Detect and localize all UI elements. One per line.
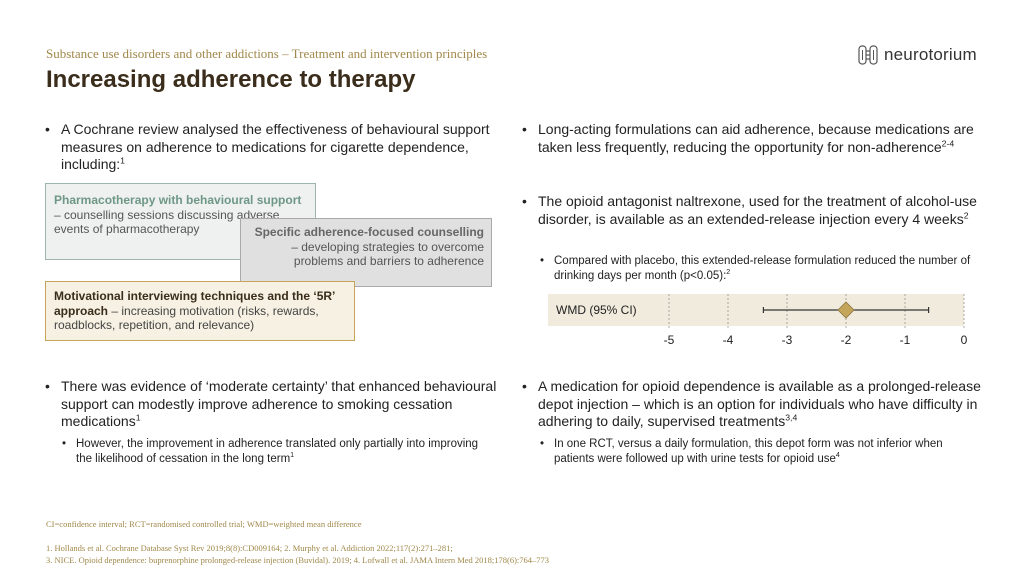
box-motivational-interviewing: Motivational interviewing techniques and… [45, 281, 355, 341]
bullet-moderate-certainty: There was evidence of ‘moderate certaint… [45, 378, 516, 431]
page-title: Increasing adherence to therapy [46, 66, 416, 93]
bullet-depot-injection: A medication for opioid dependence is av… [522, 378, 1003, 431]
forest-tick-label: -4 [723, 333, 734, 347]
forest-tick-label: 0 [961, 333, 968, 347]
forest-tick-label: -3 [782, 333, 793, 347]
references-line-2: 3. NICE. Opioid dependence: buprenorphin… [46, 555, 550, 565]
forest-tick-label: -1 [900, 333, 911, 347]
forest-row-label: WMD (95% CI) [556, 303, 637, 317]
sub-bullet-rct: In one RCT, versus a daily formulation, … [540, 437, 974, 466]
bullet-naltrexone: The opioid antagonist naltrexone, used f… [522, 193, 998, 228]
sub-bullet-cessation: However, the improvement in adherence tr… [62, 437, 496, 466]
abbreviations-footnote: CI=confidence interval; RCT=randomised c… [46, 519, 362, 529]
logo-text: neurotorium [884, 45, 977, 64]
sub-bullet-drinking-days: Compared with placebo, this extended-rel… [540, 254, 974, 283]
bullet-cochrane-review: A Cochrane review analysed the effective… [45, 121, 516, 174]
brand-logo: neurotorium [858, 44, 977, 66]
section-subtitle: Substance use disorders and other addict… [46, 46, 488, 61]
forest-tick-label: -5 [664, 333, 675, 347]
brain-logo-icon [858, 45, 878, 65]
forest-plot: WMD (95% CI) -5 -4 -3 -2 -1 0 [556, 294, 968, 347]
references-line-1: 1. Hollands et al. Cochrane Database Sys… [46, 543, 453, 553]
box-adherence-counselling: Specific adherence-focused counselling –… [240, 218, 492, 287]
forest-tick-label: -2 [841, 333, 852, 347]
forest-point-estimate [837, 301, 855, 319]
bullet-long-acting: Long-acting formulations can aid adheren… [522, 121, 1003, 156]
